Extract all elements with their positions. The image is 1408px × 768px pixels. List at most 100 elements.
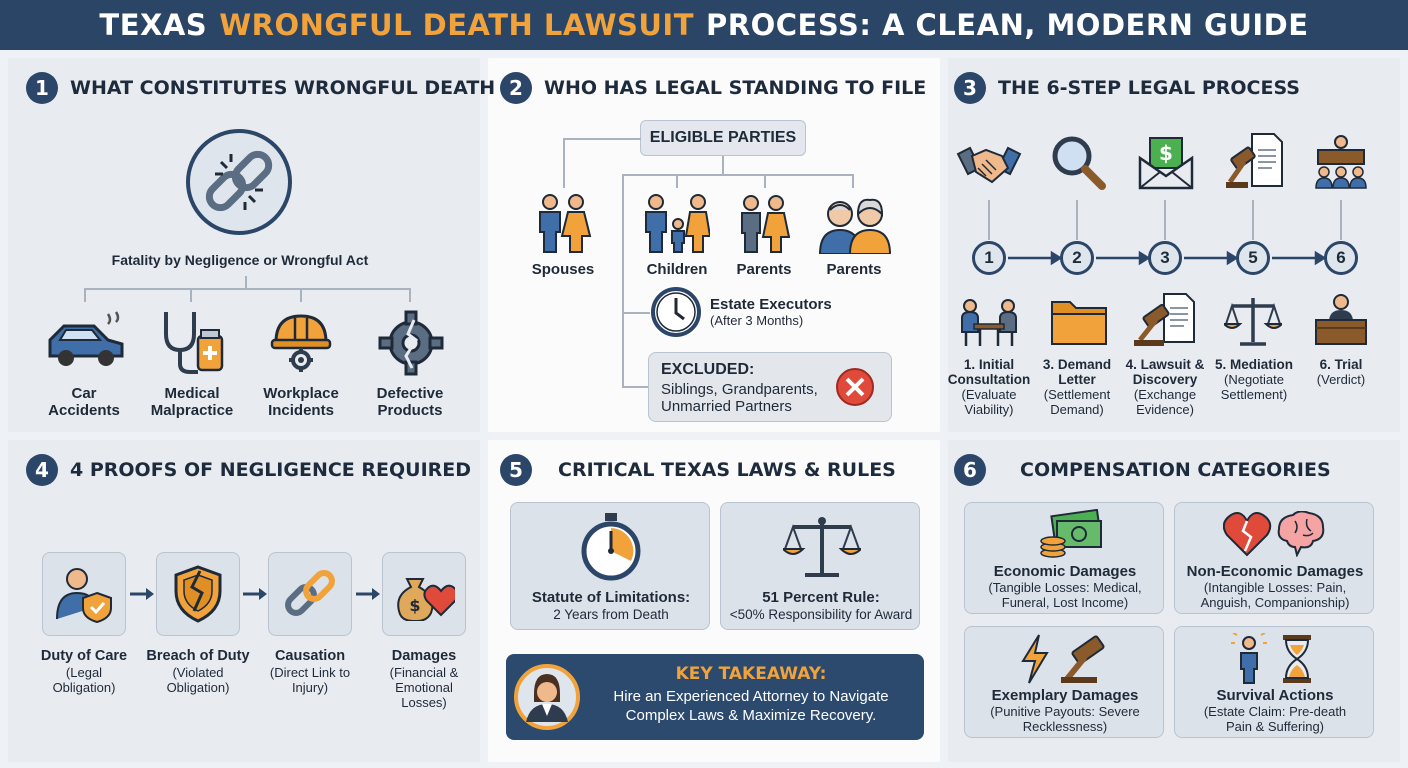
svg-text:$: $ bbox=[1159, 141, 1173, 165]
cash-coins-icon bbox=[1039, 509, 1103, 559]
stopwatch-icon bbox=[579, 511, 643, 581]
rule-sub: 2 Years from Death bbox=[553, 607, 669, 622]
step-circle: 2 bbox=[1060, 241, 1094, 275]
magnifier-icon bbox=[1050, 134, 1108, 192]
excluded-list: Siblings, Grandparents,Unmarried Partner… bbox=[661, 381, 818, 415]
title-part1: TEXAS bbox=[99, 8, 208, 42]
key-takeaway-box: KEY TAKEAWAY: Hire an Experienced Attorn… bbox=[506, 654, 924, 740]
balance-scale-icon bbox=[783, 513, 861, 579]
section-title: 4 PROOFS OF NEGLIGENCE REQUIRED bbox=[70, 459, 472, 481]
rule-title: 51 Percent Rule: bbox=[762, 589, 880, 606]
rule-title: Statute of Limitations: bbox=[531, 589, 691, 606]
section5-header: 5 CRITICAL TEXAS LAWS & RULES bbox=[500, 454, 896, 486]
gavel-document-icon bbox=[1226, 132, 1284, 190]
takeaway-title: KEY TAKEAWAY: bbox=[675, 664, 827, 684]
section-number: 1 bbox=[26, 72, 58, 104]
parents-icon bbox=[738, 194, 790, 254]
excluded-box: EXCLUDED: Siblings, Grandparents,Unmarri… bbox=[648, 352, 892, 422]
step-circle: 6 bbox=[1324, 241, 1358, 275]
takeaway-text: Hire an Experienced Attorney to Navigate… bbox=[613, 688, 889, 724]
process-step-label: 3. Demand Letter (Settlement Demand) bbox=[1042, 357, 1112, 417]
arrow-icon bbox=[239, 582, 269, 606]
section-title: WHO HAS LEGAL STANDING TO FILE bbox=[544, 77, 927, 99]
consultation-icon bbox=[958, 296, 1020, 348]
person-hourglass-icon bbox=[1231, 633, 1321, 685]
card-title: Economic Damages bbox=[993, 563, 1137, 580]
rule-card: 51 Percent Rule: <50% Responsibility for… bbox=[720, 502, 920, 630]
party-label: Spouses bbox=[531, 261, 595, 278]
section-title: COMPENSATION CATEGORIES bbox=[1020, 459, 1331, 481]
party-label: Parents bbox=[826, 261, 882, 278]
svg-text:$: $ bbox=[409, 596, 420, 615]
family-icon bbox=[644, 194, 710, 254]
excluded-title: EXCLUDED: bbox=[661, 361, 755, 378]
proof-card bbox=[268, 552, 352, 636]
title-banner: TEXAS WRONGFUL DEATH LAWSUIT PROCESS: A … bbox=[0, 0, 1408, 50]
wrongful-death-caption: Fatality by Negligence or Wrongful Act bbox=[111, 252, 369, 268]
proof-card bbox=[156, 552, 240, 636]
card-sub: (Tangible Losses: Medical,Funeral, Lost … bbox=[988, 580, 1142, 610]
section-title: CRITICAL TEXAS LAWS & RULES bbox=[558, 459, 896, 481]
card-title: Non-Economic Damages bbox=[1186, 563, 1364, 580]
estate-executors: Estate Executors (After 3 Months) bbox=[710, 296, 870, 328]
rule-card: Statute of Limitations: 2 Years from Dea… bbox=[510, 502, 710, 630]
arrow-icon bbox=[126, 582, 156, 606]
section-title: THE 6-STEP LEGAL PROCESS bbox=[998, 77, 1300, 99]
proof-label: Causation (Direct Link to Injury) bbox=[269, 648, 351, 695]
card-sub: (Intangible Losses: Pain,Anguish, Compan… bbox=[1200, 580, 1350, 610]
section3-header: 3 THE 6-STEP LEGAL PROCESS bbox=[954, 72, 1300, 104]
gavel-papers-icon bbox=[1134, 292, 1196, 348]
step-circle: 3 bbox=[1148, 241, 1182, 275]
proof-label: Duty of Care (Legal Obligation) bbox=[40, 648, 128, 695]
lightning-gavel-icon bbox=[1017, 633, 1117, 685]
compensation-card: Survival Actions (Estate Claim: Pre-deat… bbox=[1174, 626, 1374, 738]
section1-header: 1 WHAT CONSTITUTES WRONGFUL DEATH bbox=[26, 72, 495, 104]
x-circle-icon bbox=[835, 367, 875, 407]
folder-icon bbox=[1050, 296, 1108, 346]
panel-wrongful-death bbox=[8, 58, 480, 432]
step-circle: 1 bbox=[972, 241, 1006, 275]
arrow-icon bbox=[352, 582, 382, 606]
chain-link-icon bbox=[285, 570, 335, 616]
compensation-card: Economic Damages (Tangible Losses: Medic… bbox=[964, 502, 1164, 614]
compensation-card: Exemplary Damages (Punitive Payouts: Sev… bbox=[964, 626, 1164, 738]
party-label: Children bbox=[646, 261, 708, 278]
section-number: 4 bbox=[26, 454, 58, 486]
proof-label: Breach of Duty (Violated Obligation) bbox=[146, 648, 250, 695]
process-step-label: 1. Initial Consultation (Evaluate Viabil… bbox=[947, 357, 1031, 417]
eligible-parties-box: ELIGIBLE PARTIES bbox=[640, 120, 806, 156]
process-step-label: 6. Trial (Verdict) bbox=[1316, 357, 1366, 387]
judge-icon bbox=[1312, 292, 1370, 348]
clock-icon bbox=[650, 286, 702, 338]
section4-header: 4 4 PROOFS OF NEGLIGENCE REQUIRED bbox=[26, 454, 471, 486]
couple-icon bbox=[530, 194, 596, 254]
step-circle: 5 bbox=[1236, 241, 1270, 275]
broken-heart-brain-icon bbox=[1223, 511, 1329, 557]
section-number: 5 bbox=[500, 454, 532, 486]
broken-gear-icon bbox=[378, 310, 444, 376]
hard-hat-icon bbox=[270, 310, 332, 376]
scales-icon bbox=[1224, 294, 1282, 348]
section-number: 6 bbox=[954, 454, 986, 486]
section-number: 2 bbox=[500, 72, 532, 104]
process-step-label: 5. Mediation (Negotiate Settlement) bbox=[1214, 357, 1293, 402]
card-title: Survival Actions bbox=[1216, 687, 1334, 704]
proof-label: Damages (Financial & Emotional Losses) bbox=[389, 648, 459, 710]
broken-chain-icon bbox=[185, 128, 293, 236]
courtroom-icon bbox=[1312, 134, 1370, 190]
person-shield-icon bbox=[56, 568, 112, 623]
broken-shield-icon bbox=[174, 565, 222, 623]
section6-header: 6 COMPENSATION CATEGORIES bbox=[954, 454, 1331, 486]
money-bag-heart-icon: $ bbox=[397, 578, 455, 621]
executors-label: Estate Executors bbox=[710, 296, 832, 313]
compensation-card: Non-Economic Damages (Intangible Losses:… bbox=[1174, 502, 1374, 614]
title-highlight: WRONGFUL DEATH LAWSUIT bbox=[219, 8, 695, 42]
handshake-icon bbox=[956, 138, 1022, 190]
party-label: Parents bbox=[736, 261, 792, 278]
